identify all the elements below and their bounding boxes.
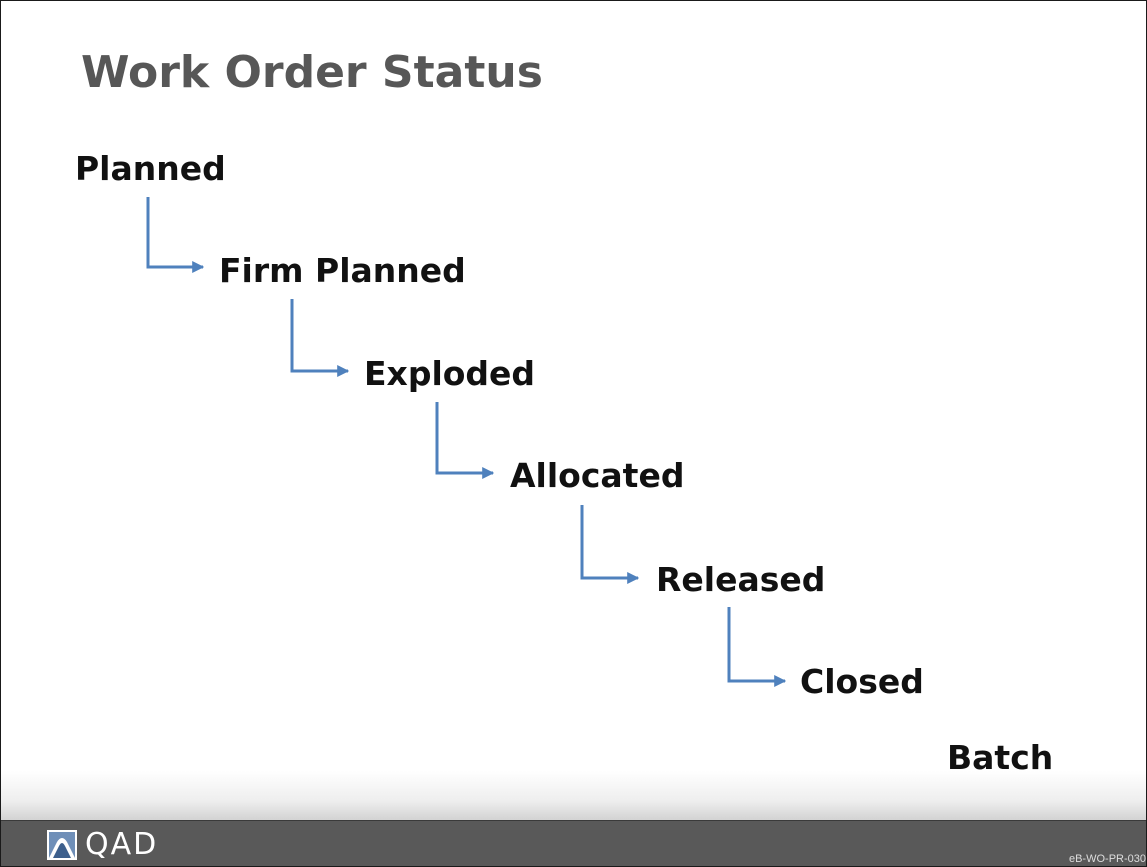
qad-logo: QAD	[47, 829, 158, 861]
status-planned: Planned	[75, 149, 226, 188]
slide-code: eB-WO-PR-030	[1068, 853, 1146, 865]
arrow-planned-to-firm-planned	[146, 197, 205, 273]
arrow-allocated-to-released	[580, 505, 640, 584]
status-batch: Batch	[947, 738, 1054, 777]
arrow-firm-planned-to-exploded	[290, 299, 350, 377]
status-allocated: Allocated	[510, 456, 685, 495]
arrow-released-to-closed	[727, 607, 787, 687]
qad-logo-text: QAD	[85, 827, 159, 862]
status-released: Released	[656, 560, 826, 599]
status-arrows	[146, 197, 787, 687]
qad-logo-icon	[47, 830, 77, 860]
slide-title: Work Order Status	[81, 47, 543, 98]
arrow-exploded-to-allocated	[435, 402, 495, 479]
footer-bar: QAD eB-WO-PR-030	[1, 820, 1146, 866]
status-exploded: Exploded	[364, 354, 536, 393]
status-firm-planned: Firm Planned	[219, 251, 466, 290]
status-closed: Closed	[800, 662, 924, 701]
